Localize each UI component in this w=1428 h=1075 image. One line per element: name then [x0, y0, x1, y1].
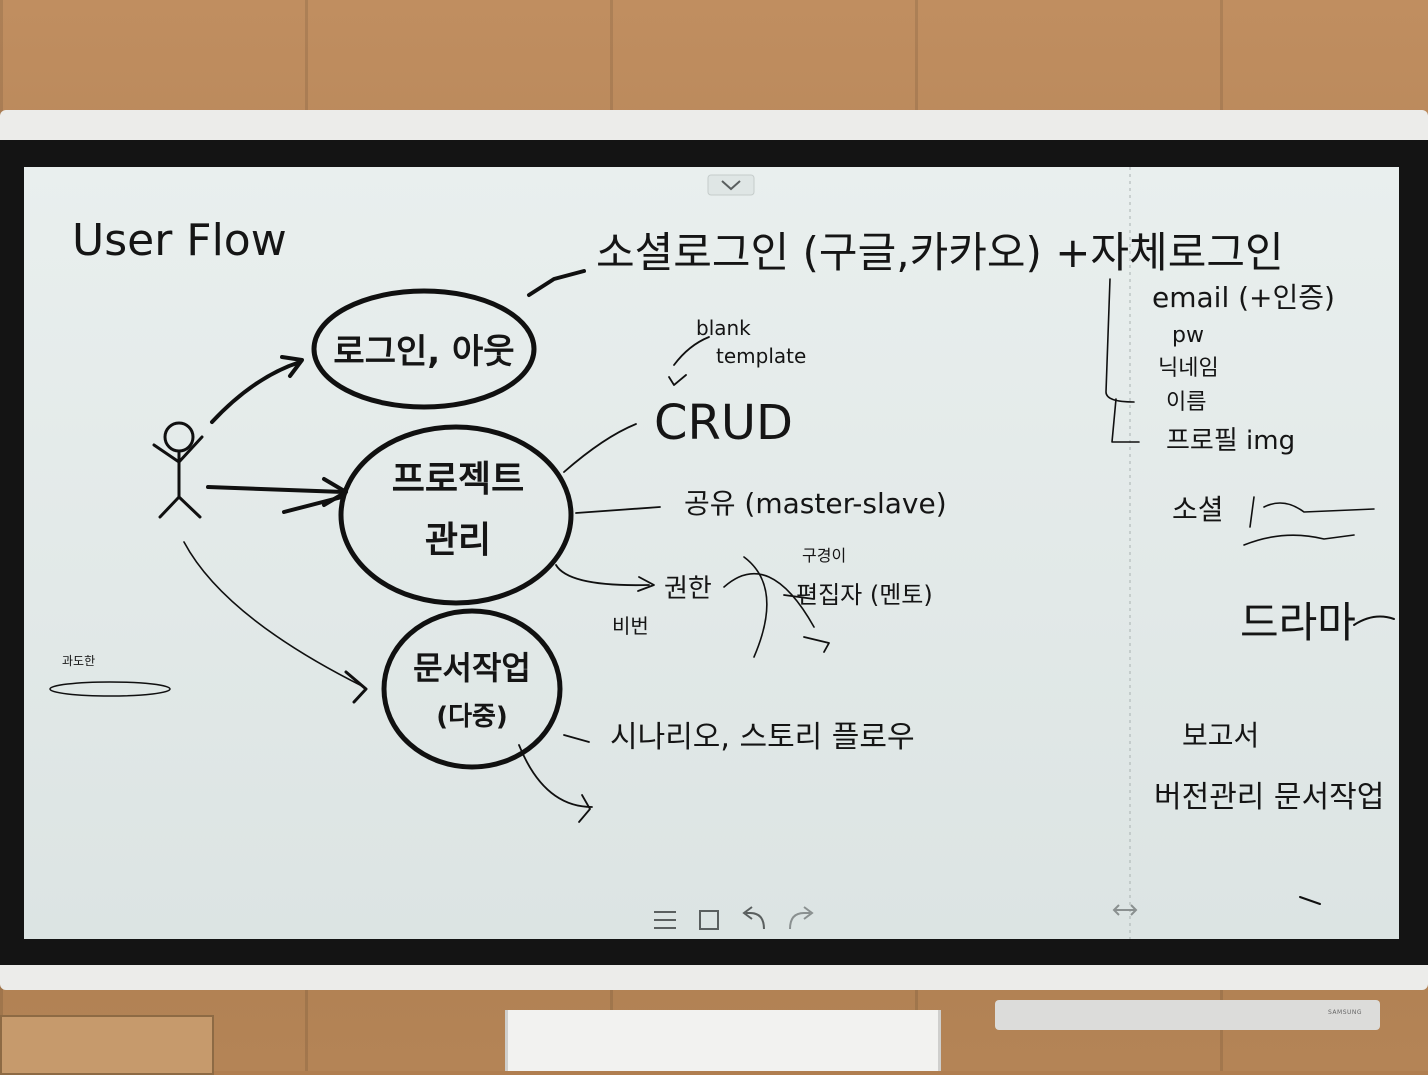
redo-icon[interactable]	[789, 906, 814, 930]
node-project	[338, 424, 574, 606]
node-docs-label-2: (다중)	[436, 702, 508, 732]
undo-icon[interactable]	[742, 906, 765, 930]
whiteboard-screen[interactable]: User Flow 소셜로그인 (구글,카카오) +자체로그인 로그인, 아웃	[24, 167, 1399, 939]
header-connector	[527, 269, 586, 297]
menu-icon[interactable]	[654, 911, 676, 929]
node-docs-label-1: 문서작업	[413, 649, 531, 687]
chevron-down-icon[interactable]	[707, 174, 755, 196]
branch-transfer: 비번	[612, 614, 649, 638]
square-icon[interactable]	[699, 910, 719, 930]
branch-share: 공유 (master-slave)	[684, 487, 947, 520]
project-branches	[518, 336, 830, 823]
stand-bar	[995, 1000, 1380, 1030]
branch-owner-hint: 구경이	[802, 546, 846, 565]
branch-crud: CRUD	[654, 395, 793, 451]
actor-figure	[152, 421, 204, 519]
field-report: 보고서	[1182, 719, 1259, 752]
node-docs	[381, 608, 563, 770]
whiteboard-canvas[interactable]: User Flow 소셜로그인 (구글,카카오) +자체로그인 로그인, 아웃	[24, 167, 1399, 939]
right-bracket	[1105, 278, 1140, 443]
branch-scenario: 시나리오, 스토리 플로우	[610, 720, 915, 755]
node-project-label-2: 관리	[425, 520, 491, 561]
branch-permission: 권한	[664, 574, 712, 604]
field-versioning: 버전관리 문서작업	[1154, 780, 1384, 815]
field-social: 소셜	[1172, 493, 1224, 526]
node-login	[311, 288, 537, 410]
branch-blank: blank	[696, 316, 751, 340]
stray-mark	[1299, 896, 1321, 905]
stand-leg	[505, 1010, 941, 1071]
node-project-label-1: 프로젝트	[392, 459, 524, 500]
node-login-label: 로그인, 아웃	[333, 332, 514, 372]
field-nickname: 닉네임	[1158, 356, 1219, 381]
branch-template: template	[716, 344, 806, 368]
social-scribble	[1243, 496, 1375, 546]
field-name: 이름	[1166, 390, 1206, 415]
scribble-line	[49, 681, 171, 697]
field-email: email (+인증)	[1152, 281, 1335, 314]
field-drama: 드라마	[1240, 598, 1356, 647]
resize-horizontal-icon[interactable]	[1112, 904, 1138, 916]
desk	[0, 1015, 214, 1075]
drama-arrow	[1353, 615, 1395, 626]
actor-arrows	[183, 355, 368, 704]
field-profile: 프로필 img	[1166, 426, 1295, 456]
field-pw: pw	[1172, 323, 1204, 348]
brand-logo: SAMSUNG	[1328, 1009, 1363, 1016]
branch-editor: 편집자 (멘토)	[796, 581, 933, 609]
scribble-note: 과도한	[62, 654, 95, 668]
header-note: 소셜로그인 (구글,카카오) +자체로그인	[596, 228, 1284, 277]
board-title: User Flow	[72, 215, 287, 266]
